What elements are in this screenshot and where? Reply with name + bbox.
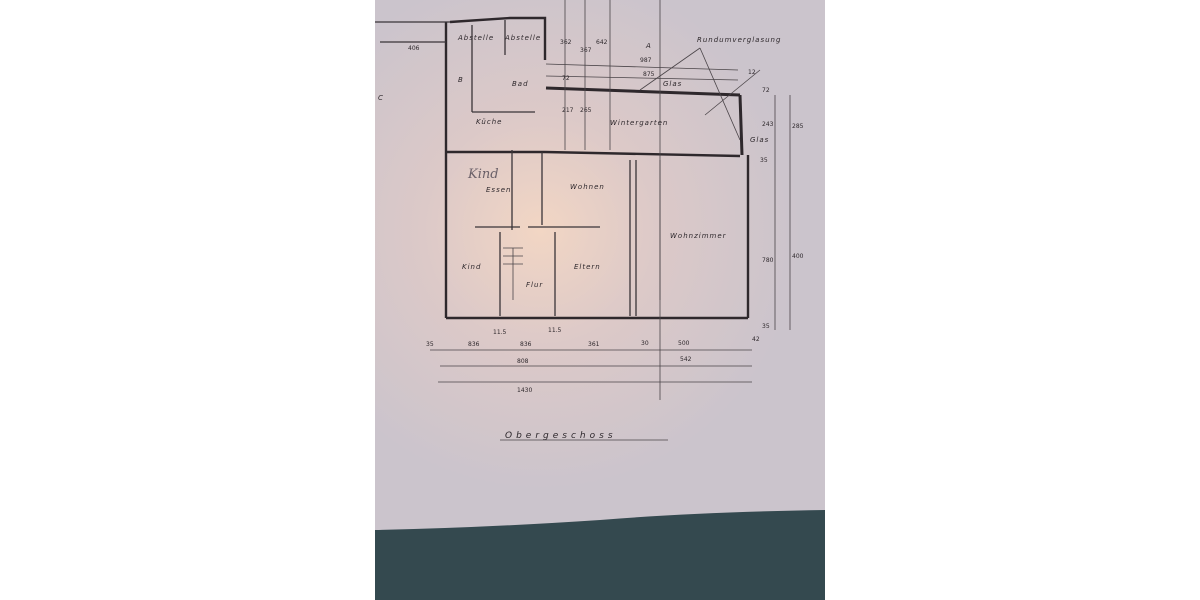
dim-text: 11.5 <box>493 329 507 336</box>
dim-text: 30 <box>641 340 649 347</box>
dim-text: 217 <box>562 107 574 114</box>
dim-text: 11.5 <box>548 327 562 334</box>
dim-text: 642 <box>596 39 608 46</box>
bottom-dimensions: 35 836 11.5 836 11.5 361 30 500 42 808 5… <box>426 327 760 394</box>
room-label-kind: Kind <box>462 263 481 271</box>
top-dimensions: 362 367 642 72 217 265 <box>560 39 608 114</box>
dim-text: 285 <box>792 123 804 130</box>
dim-text: 500 <box>678 340 690 347</box>
dim-text: 72 <box>562 75 570 82</box>
drawing-title: Obergeschoss <box>505 431 617 441</box>
dim-text: 987 <box>640 57 652 64</box>
dim-text: 406 <box>408 45 420 52</box>
interior-walls <box>471 20 661 316</box>
dim-text: 367 <box>580 47 592 54</box>
room-label-wohnzimmer: Wohnzimmer <box>670 232 727 240</box>
annotation-glas-right: Glas <box>750 136 769 144</box>
dim-text: 362 <box>560 39 572 46</box>
axis-label-c: C <box>378 94 384 102</box>
dim-text: 836 <box>520 341 532 348</box>
dim-text: 265 <box>580 107 592 114</box>
room-label-bad: Bad <box>512 80 529 88</box>
room-label-abstelle-2: Abstelle <box>504 34 541 42</box>
handwritten-label-kind: Kind <box>467 167 499 182</box>
wintergarten-glazing <box>545 63 744 156</box>
dim-text: 875 <box>643 71 655 78</box>
dim-text: 42 <box>752 336 760 343</box>
dim-text: 542 <box>680 356 692 363</box>
dimension-lines <box>430 0 791 441</box>
room-label-eltern: Eltern <box>574 263 601 271</box>
room-label-wintergarten: Wintergarten <box>610 119 668 127</box>
wintergarten-dimensions: 987 875 12 406 <box>408 45 756 78</box>
section-marker-a: A <box>645 42 652 50</box>
annotation-glas-top: Glas <box>663 80 682 88</box>
dim-text: 1430 <box>517 387 532 394</box>
dim-text: 361 <box>588 341 600 348</box>
annotation-rundumverglasung: Rundumverglasung <box>697 36 781 44</box>
room-label-flur: Flur <box>526 281 543 289</box>
dim-text: 35 <box>762 323 770 330</box>
right-dimensions: 72 243 285 35 780 400 35 <box>760 87 804 330</box>
paper-sheet <box>375 0 825 530</box>
room-label-kueche: Küche <box>476 118 502 126</box>
dim-text: 72 <box>762 87 770 94</box>
dim-text: 836 <box>468 341 480 348</box>
dim-text: 808 <box>517 358 529 365</box>
dim-text: 35 <box>760 157 768 164</box>
dim-text: 243 <box>762 121 774 128</box>
room-label-abstelle-1: Abstelle <box>457 34 494 42</box>
dim-text: 780 <box>762 257 774 264</box>
outer-walls <box>375 16 750 320</box>
room-label-essen: Essen <box>486 186 511 194</box>
dim-text: 35 <box>426 341 434 348</box>
dim-text: 12 <box>748 69 756 76</box>
room-label-wohnen: Wohnen <box>570 183 605 191</box>
axis-label-b: B <box>458 76 464 84</box>
dim-text: 400 <box>792 253 804 260</box>
